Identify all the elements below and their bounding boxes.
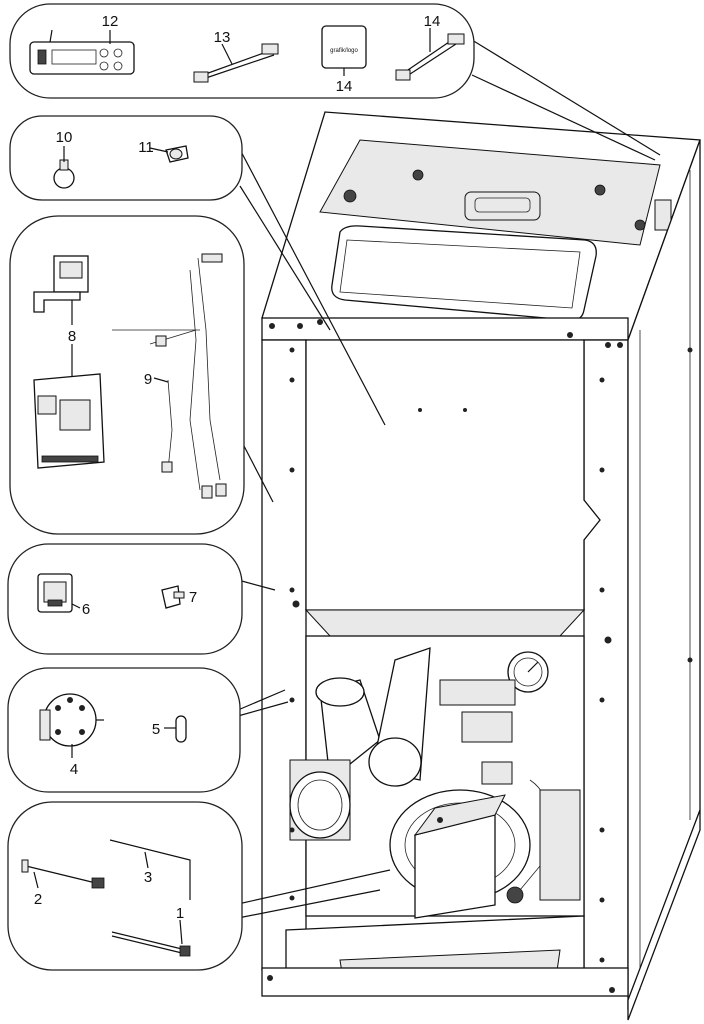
display-logo-text: grafik/logo [330, 48, 358, 54]
callout-pressure [7, 667, 241, 793]
label-4: 4 [70, 761, 78, 778]
callout-probes [7, 801, 243, 971]
label-14a: 14 [336, 78, 353, 95]
label-2: 2 [34, 891, 42, 908]
label-9: 9 [144, 371, 152, 388]
label-13: 13 [214, 29, 231, 46]
callout-control-panel: grafik/logo [9, 3, 475, 99]
label-7: 7 [189, 589, 197, 606]
label-1: 1 [176, 905, 184, 922]
part-labels: 12 13 14 14 10 11 8 9 6 7 5 4 3 2 1 [34, 13, 441, 922]
label-14b: 14 [424, 13, 441, 30]
label-11: 11 [138, 139, 154, 156]
leader-lines [235, 39, 661, 919]
label-10: 10 [56, 129, 73, 146]
callout-switches [7, 543, 243, 655]
label-8: 8 [68, 328, 76, 345]
label-5: 5 [152, 721, 160, 738]
label-12: 12 [102, 13, 119, 30]
boiler-cabinet [261, 111, 701, 1021]
label-3: 3 [144, 869, 152, 886]
label-6: 6 [82, 601, 90, 618]
frame-holes [267, 319, 693, 993]
callout-sensors [9, 115, 243, 201]
callout-electronics [9, 215, 245, 535]
